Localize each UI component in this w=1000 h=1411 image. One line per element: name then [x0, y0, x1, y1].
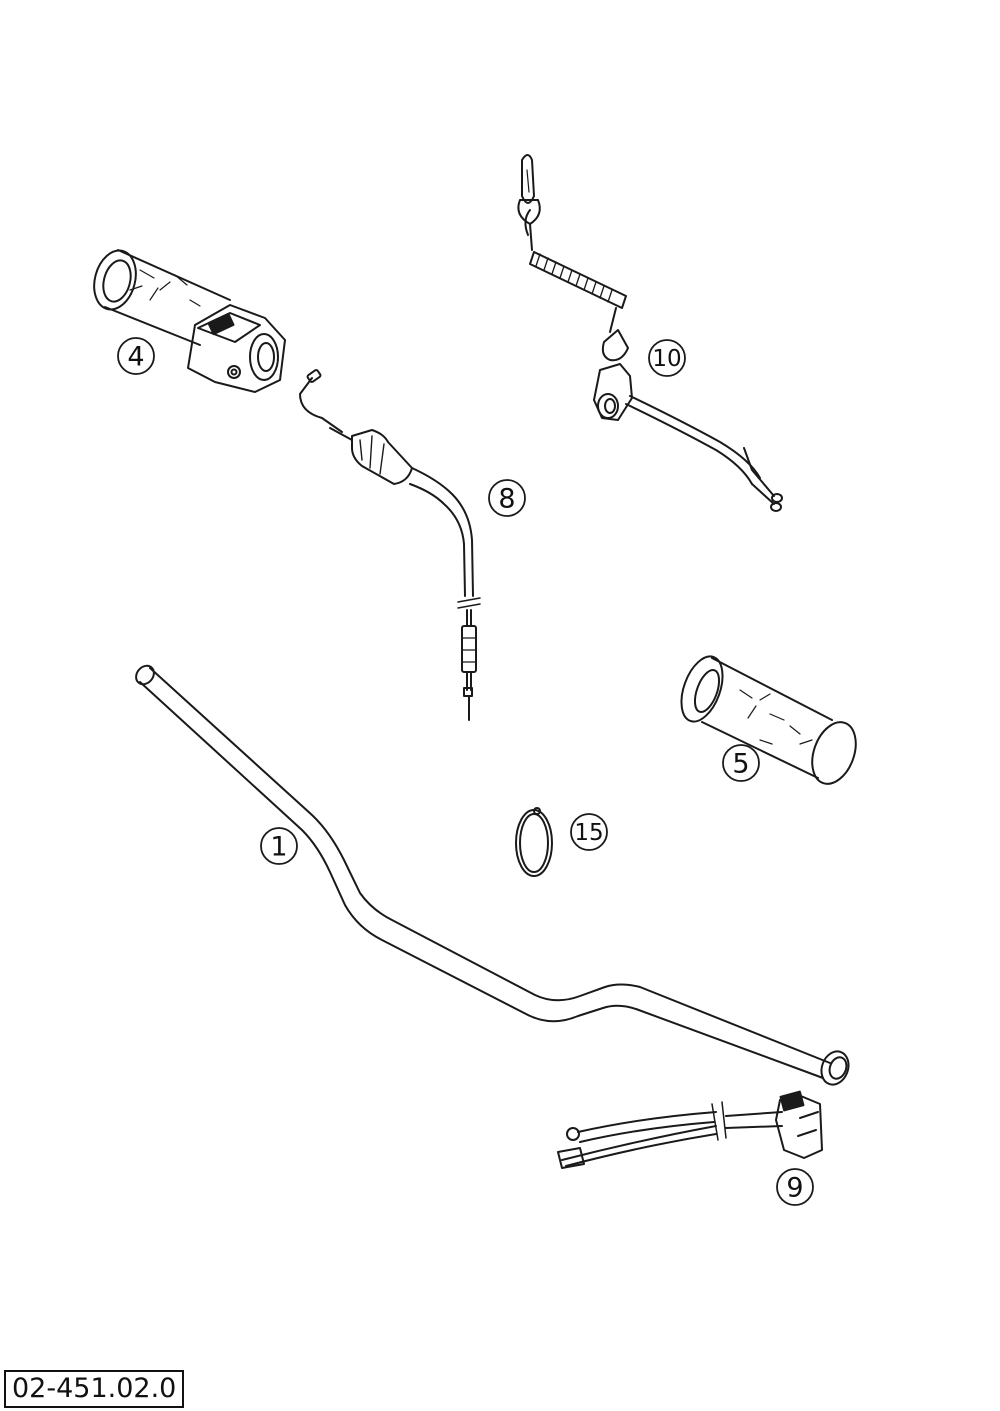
throttle-grip-part	[93, 249, 286, 393]
callout-1-circle	[260, 827, 298, 865]
callout-5-label: 5	[732, 749, 749, 780]
callout-15-circle	[570, 813, 608, 851]
callout-10-label: 10	[652, 346, 681, 372]
start-switch-part	[557, 1090, 823, 1169]
callout-8-label: 8	[498, 484, 515, 515]
callout-9-label: 9	[786, 1173, 803, 1204]
callout-10-circle	[648, 339, 686, 377]
document-number: 02-451.02.0	[4, 1370, 185, 1408]
callout-8-circle	[488, 479, 526, 517]
handlebar-part	[135, 664, 850, 1086]
clamp-ring-part	[515, 807, 553, 877]
callout-1-label: 1	[270, 832, 287, 863]
callout-5-circle	[722, 744, 760, 782]
callout-4-label: 4	[127, 342, 144, 373]
throttle-cable-part	[299, 369, 481, 721]
kill-switch-part	[517, 154, 783, 512]
callout-9-circle	[776, 1168, 814, 1206]
left-grip-part	[680, 655, 857, 785]
callout-4-circle	[117, 337, 155, 375]
callout-15-label: 15	[574, 820, 603, 846]
